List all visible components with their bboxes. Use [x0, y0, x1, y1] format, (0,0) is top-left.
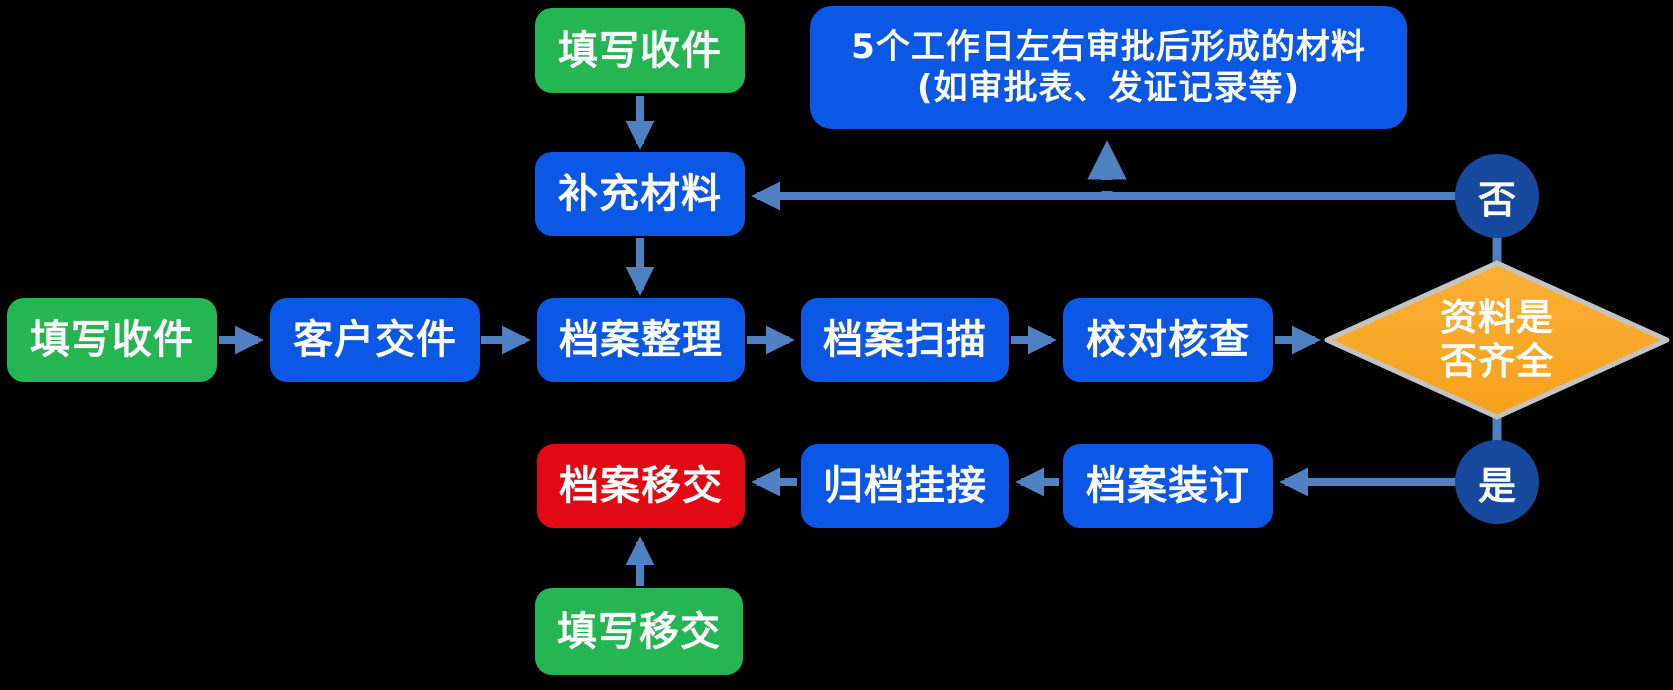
- node-decision: 资料是 否齐全: [1327, 263, 1667, 417]
- node-archive-bind-label: 档案装订: [1086, 463, 1250, 509]
- node-supplement-label: 补充材料: [558, 171, 722, 217]
- node-archive-organize-label: 档案整理: [559, 317, 723, 363]
- node-proofread-check-label: 校对核查: [1086, 317, 1250, 363]
- node-fill-transfer: 填写移交: [535, 588, 743, 675]
- node-yes-circle: 是: [1455, 440, 1539, 524]
- node-note-line2: (如审批表、发证记录等): [916, 67, 1301, 108]
- node-archive-link: 归档挂接: [801, 444, 1009, 528]
- node-archive-organize: 档案整理: [537, 298, 745, 382]
- node-decision-line1: 资料是: [1440, 295, 1554, 339]
- node-note: 5个工作日左右审批后形成的材料 (如审批表、发证记录等): [810, 6, 1407, 129]
- node-fill-receive-top: 填写收件: [535, 8, 745, 93]
- node-archive-scan-label: 档案扫描: [823, 317, 987, 363]
- node-customer-submit: 客户交件: [270, 298, 480, 382]
- node-archive-transfer-label: 档案移交: [559, 463, 723, 509]
- node-archive-bind: 档案装订: [1063, 444, 1273, 528]
- node-note-line1: 5个工作日左右审批后形成的材料: [851, 26, 1366, 67]
- node-no-circle: 否: [1455, 154, 1539, 238]
- node-proofread-check: 校对核查: [1063, 298, 1273, 382]
- node-fill-receive-top-label: 填写收件: [558, 27, 722, 74]
- node-yes-circle-label: 是: [1477, 463, 1516, 508]
- node-decision-line2: 否齐全: [1440, 340, 1554, 383]
- node-archive-scan: 档案扫描: [801, 298, 1009, 382]
- node-customer-submit-label: 客户交件: [293, 317, 457, 363]
- node-archive-link-label: 归档挂接: [823, 463, 987, 509]
- node-supplement: 补充材料: [535, 152, 745, 236]
- node-fill-receive-left-label: 填写收件: [30, 317, 194, 363]
- node-fill-receive-left: 填写收件: [7, 298, 217, 382]
- node-no-circle-label: 否: [1477, 177, 1516, 222]
- node-fill-transfer-label: 填写移交: [557, 608, 721, 655]
- node-archive-transfer: 档案移交: [537, 444, 745, 528]
